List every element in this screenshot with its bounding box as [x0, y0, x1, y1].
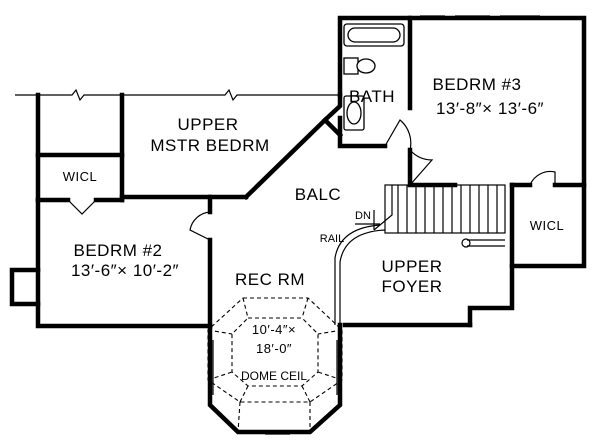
upper-foyer-label-1: UPPER	[381, 257, 442, 276]
doors	[67, 119, 556, 241]
bedrm2-dims: 13′-6″× 10′-2″	[71, 261, 179, 280]
bedrm3-label: BEDRM #3	[432, 75, 521, 94]
dn-label: DN	[355, 210, 371, 222]
wicl-right-label: WICL	[530, 218, 565, 233]
rec-rm-dims-2: 18′-0″	[256, 341, 292, 356]
bedrm3-dims: 13′-8″× 13′-6″	[436, 99, 544, 118]
bath-fixtures	[343, 23, 405, 131]
bedrm2-label: BEDRM #2	[73, 241, 162, 260]
dome-ceiling	[207, 297, 343, 433]
balc-label: BALC	[295, 185, 341, 204]
bath-label: BATH	[349, 87, 395, 106]
dome-ceil-label: DOME CEIL	[241, 369, 307, 383]
rec-rm-label: REC RM	[235, 270, 305, 289]
rec-rm-dims-1: 10′-4″×	[252, 322, 296, 337]
rail-label: RAIL	[320, 233, 344, 245]
upper-master-label-1: UPPER	[177, 115, 238, 134]
staircase	[334, 184, 506, 325]
windows	[150, 15, 586, 435]
upper-foyer-label-2: FOYER	[381, 277, 442, 296]
walls	[9, 15, 587, 435]
wicl-left-label: WICL	[63, 169, 98, 184]
upper-master-label-2: MSTR BEDRM	[150, 136, 269, 155]
